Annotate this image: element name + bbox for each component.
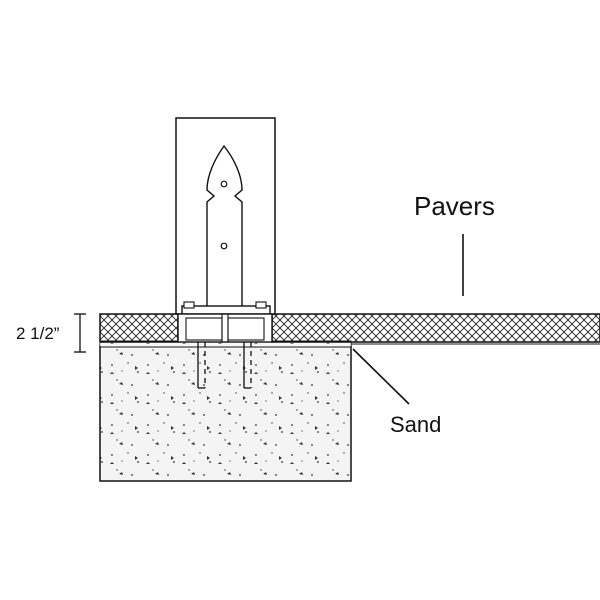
pavers-left — [99, 313, 179, 343]
sand-leader-line — [352, 348, 410, 405]
anchor-bolt-hole-top — [220, 180, 228, 188]
concrete-footing — [99, 345, 352, 482]
anchor-nut-left — [183, 301, 195, 309]
anchor-bolt-hole-bottom — [220, 242, 228, 250]
anchor-housing-right-cell — [227, 317, 265, 341]
anchor-spikes — [197, 342, 252, 389]
anchor-housing-left-cell — [185, 317, 223, 341]
anchor-spear-plate — [206, 144, 243, 315]
thickness-dimension — [74, 313, 86, 353]
sand-label: Sand — [390, 412, 441, 437]
thickness-label: 2 1/2” — [16, 324, 60, 343]
anchor-nut-right — [255, 301, 267, 309]
sand-texture — [100, 342, 351, 346]
pavers-right — [271, 313, 600, 343]
pavers-label: Pavers — [414, 191, 495, 221]
